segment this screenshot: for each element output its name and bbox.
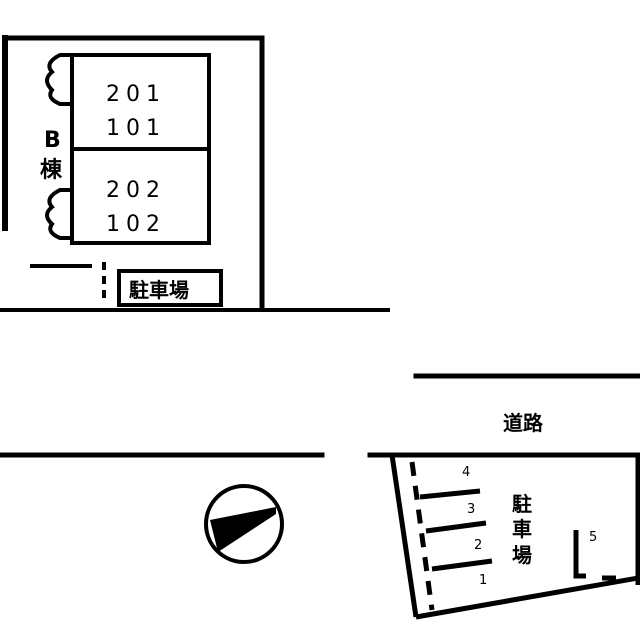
parking-small-box: [117, 269, 223, 307]
parking-lot-label-1: 駐: [512, 492, 532, 516]
unit-number-101: 101: [106, 116, 166, 141]
parking-small-label: 駐車場: [129, 278, 189, 302]
door-swing-lower-icon: [45, 188, 72, 240]
space-divider-3-4: [419, 488, 481, 500]
road-label: 道路: [503, 411, 544, 435]
site-lines: [0, 35, 640, 458]
parking-lot-label-3: 場: [512, 543, 532, 567]
parking-space-3: 3: [467, 502, 475, 517]
space-divider-1-2: [431, 558, 493, 572]
lot-left-boundary: [389, 454, 419, 618]
parking-space-2: 2: [474, 538, 482, 553]
north-arrow-icon: [204, 484, 284, 564]
units: [45, 53, 211, 245]
space-5-marker: [573, 530, 586, 579]
door-swing-upper-icon: [45, 53, 72, 106]
unit-number-201: 201: [106, 82, 166, 107]
parking-lot: [389, 454, 640, 620]
unit-number-102: 102: [106, 212, 166, 237]
unit-number-202: 202: [106, 178, 166, 203]
space-divider-2-3: [425, 520, 487, 534]
lot-aisle-dash: [409, 461, 435, 611]
building-label-latin: B: [44, 128, 61, 153]
building-label-kanji: 棟: [40, 157, 63, 183]
parking-space-1: 1: [479, 573, 487, 588]
parking-space-4: 4: [462, 465, 470, 480]
lot-bottom-boundary: [415, 575, 639, 620]
unit-block-lower: [70, 147, 211, 245]
parking-space-5: 5: [589, 530, 597, 545]
parking-lot-label-2: 車: [512, 517, 532, 541]
